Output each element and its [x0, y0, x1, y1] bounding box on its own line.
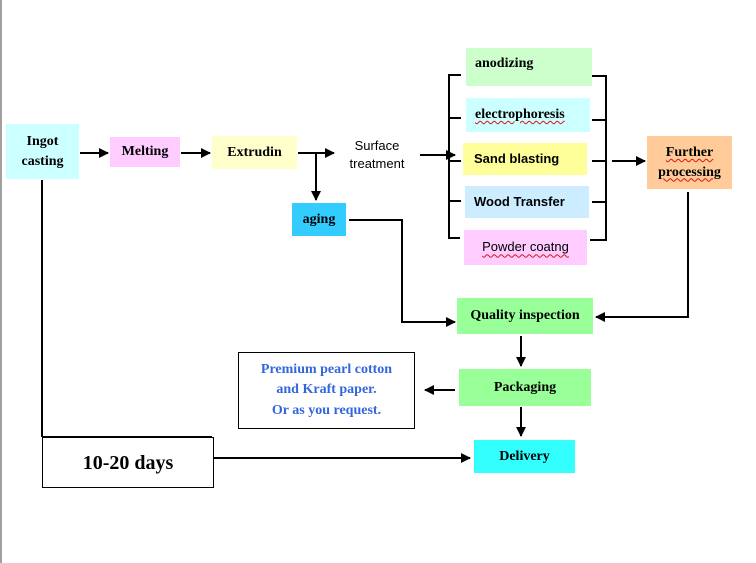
node-electrophoresis: electrophoresis: [466, 98, 590, 132]
arrow-further-to-quality: [595, 192, 689, 322]
node-further-processing: Further processing: [647, 136, 732, 189]
node-packaging: Packaging: [459, 369, 591, 406]
left-bracket: [448, 74, 460, 239]
electrophoresis-label: electrophoresis: [475, 107, 565, 123]
arrow-aging-to-quality: [349, 219, 456, 327]
node-melting: Melting: [110, 137, 180, 167]
node-powder-coatng: Powder coatng: [464, 230, 587, 265]
powder-coatng-label: Powder coatng: [482, 239, 569, 255]
node-wood-transfer: Wood Transfer: [465, 186, 589, 218]
packaging-note: Premium pearl cotton and Kraft paper. Or…: [238, 352, 415, 429]
node-quality-inspection: Quality inspection: [457, 298, 593, 334]
right-bracket: [590, 75, 607, 241]
lead-time-box: 10-20 days: [42, 437, 214, 488]
node-extrudin: Extrudin: [212, 136, 297, 169]
node-delivery: Delivery: [474, 440, 575, 473]
node-anodizing: anodizing: [466, 48, 592, 86]
node-surface-treatment: Surface treatment: [349, 137, 405, 171]
node-sand-blasting: Sand blasting: [463, 143, 587, 175]
node-aging: aging: [292, 203, 346, 236]
window-left-edge: [0, 0, 2, 563]
node-ingot-casting: Ingot casting: [6, 124, 79, 179]
further-processing-label: Further processing: [658, 144, 721, 180]
